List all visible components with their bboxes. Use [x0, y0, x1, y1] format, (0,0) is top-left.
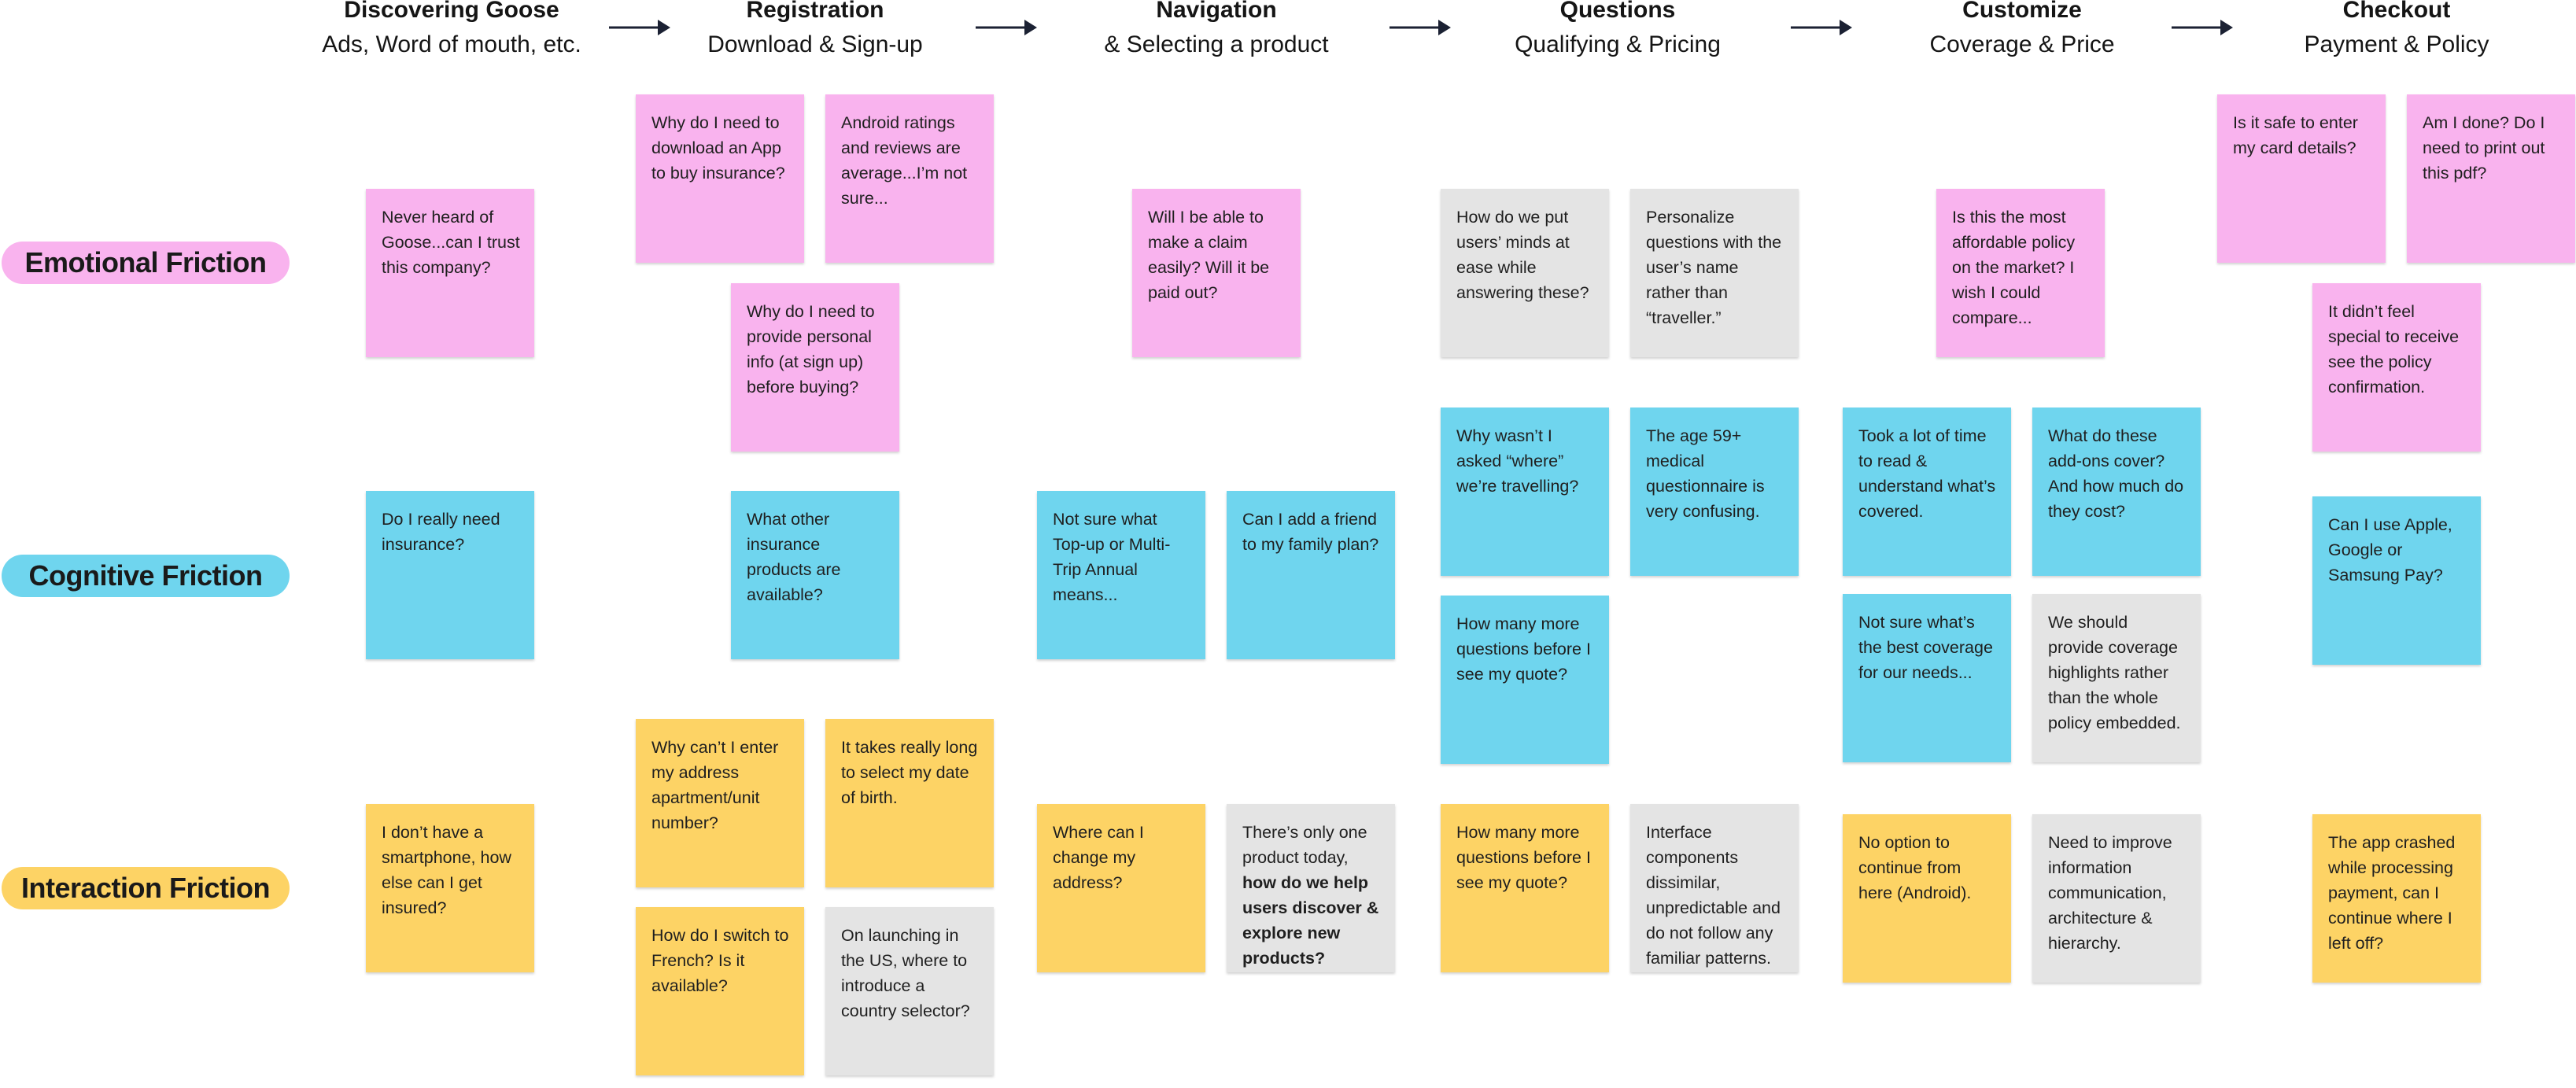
sticky-note: It didn’t feel special to receive see th…: [2312, 283, 2481, 452]
sticky-note: How many more questions before I see my …: [1441, 596, 1609, 764]
sticky-note: Am I done? Do I need to print out this p…: [2407, 94, 2575, 263]
sticky-note: Is it safe to enter my card details?: [2217, 94, 2386, 263]
sticky-note: Why wasn’t I asked “where” we’re travell…: [1441, 408, 1609, 576]
stage-title: Checkout: [2342, 0, 2451, 23]
sticky-note: How do we put users’ minds at ease while…: [1441, 189, 1609, 357]
arrow-right-icon: [1389, 20, 1451, 35]
sticky-note: Not sure what’s the best coverage for ou…: [1843, 594, 2011, 762]
stage-header-navigation: Navigation & Selecting a product: [1051, 0, 1382, 60]
arrow-right-icon: [1791, 20, 1852, 35]
row-label-emotional: Emotional Friction: [2, 242, 290, 284]
stage-title: Questions: [1559, 0, 1676, 23]
stage-subtitle: Ads, Word of mouth, etc.: [322, 31, 581, 57]
sticky-note: Personalize questions with the user’s na…: [1630, 189, 1799, 357]
stage-title: Navigation: [1156, 0, 1277, 23]
row-label-cognitive: Cognitive Friction: [2, 555, 290, 597]
stage-title: Discovering Goose: [344, 0, 559, 23]
stage-header-customize: Customize Coverage & Price: [1857, 0, 2187, 60]
sticky-note: How many more questions before I see my …: [1441, 804, 1609, 972]
stage-subtitle: Coverage & Price: [1929, 31, 2115, 57]
sticky-note: What other insurance products are availa…: [731, 491, 899, 659]
sticky-note: Need to improve information communicatio…: [2032, 814, 2201, 983]
note-text: There’s only one product today,: [1242, 823, 1367, 867]
stage-subtitle: & Selecting a product: [1104, 31, 1329, 57]
stage-subtitle: Download & Sign-up: [707, 31, 923, 57]
sticky-note: Will I be able to make a claim easily? W…: [1132, 189, 1301, 357]
sticky-note: Can I use Apple, Google or Samsung Pay?: [2312, 496, 2481, 665]
sticky-note: Took a lot of time to read & understand …: [1843, 408, 2011, 576]
sticky-note: Can I add a friend to my family plan?: [1227, 491, 1395, 659]
sticky-note: There’s only one product today, how do w…: [1227, 804, 1395, 972]
sticky-note: Where can I change my address?: [1037, 804, 1205, 972]
note-text-bold: how do we help users discover & explore …: [1242, 873, 1379, 968]
sticky-note: Do I really need insurance?: [366, 491, 534, 659]
arrow-right-icon: [976, 20, 1037, 35]
sticky-note: I don’t have a smartphone, how else can …: [366, 804, 534, 972]
stage-title: Customize: [1962, 0, 2082, 23]
sticky-note: The age 59+ medical questionnaire is ver…: [1630, 408, 1799, 576]
sticky-note: The app crashed while processing payment…: [2312, 814, 2481, 983]
arrow-right-icon: [2172, 20, 2233, 35]
sticky-note: Never heard of Goose...can I trust this …: [366, 189, 534, 357]
sticky-note: What do these add-ons cover? And how muc…: [2032, 408, 2201, 576]
sticky-note: Is this the most affordable policy on th…: [1936, 189, 2105, 357]
sticky-note: Why do I need to provide personal info (…: [731, 283, 899, 452]
sticky-note: Why can’t I enter my address apartment/u…: [636, 719, 804, 887]
stage-header-questions: Questions Qualifying & Pricing: [1452, 0, 1783, 60]
row-label-interaction: Interaction Friction: [2, 867, 290, 909]
sticky-note: We should provide coverage highlights ra…: [2032, 594, 2201, 762]
stage-header-registration: Registration Download & Sign-up: [650, 0, 980, 60]
sticky-note: How do I switch to French? Is it availab…: [636, 907, 804, 1075]
sticky-note: Android ratings and reviews are average.…: [825, 94, 994, 263]
sticky-note: Why do I need to download an App to buy …: [636, 94, 804, 263]
stage-header-discovering: Discovering Goose Ads, Word of mouth, et…: [286, 0, 617, 60]
sticky-note: Not sure what Top-up or Multi-Trip Annua…: [1037, 491, 1205, 659]
stage-subtitle: Payment & Policy: [2304, 31, 2489, 57]
sticky-note: On launching in the US, where to introdu…: [825, 907, 994, 1075]
stage-subtitle: Qualifying & Pricing: [1515, 31, 1721, 57]
sticky-note: Interface components dissimilar, unpredi…: [1630, 804, 1799, 972]
arrow-right-icon: [609, 20, 670, 35]
sticky-note: It takes really long to select my date o…: [825, 719, 994, 887]
stage-header-checkout: Checkout Payment & Policy: [2231, 0, 2562, 60]
sticky-note: No option to continue from here (Android…: [1843, 814, 2011, 983]
stage-title: Registration: [746, 0, 884, 23]
